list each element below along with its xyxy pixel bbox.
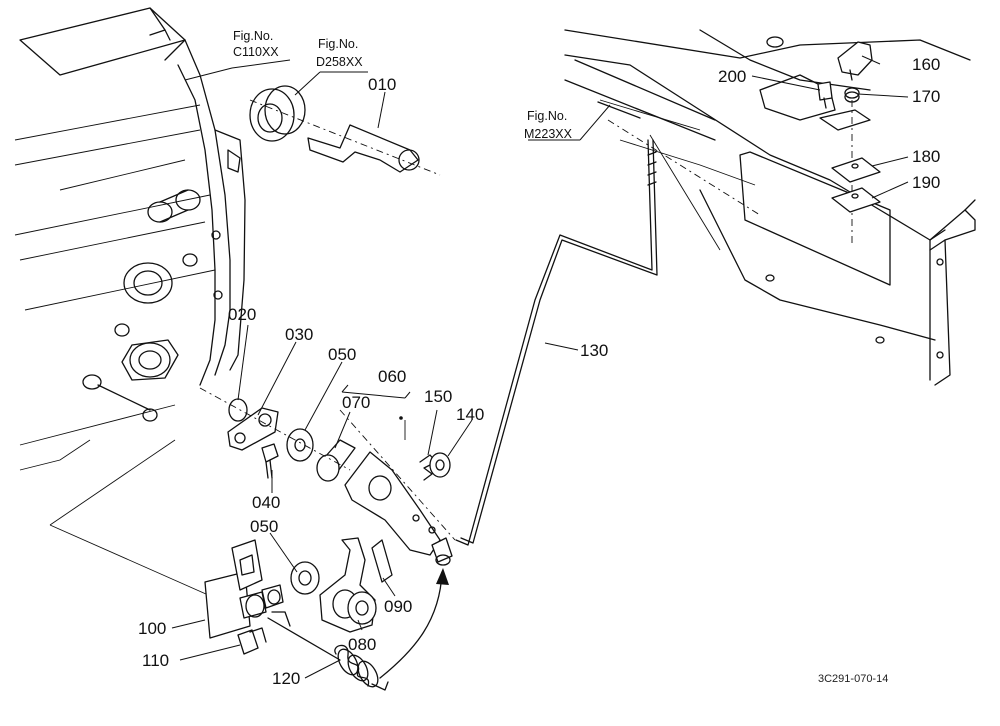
part-190-plate <box>831 187 881 213</box>
label-170: 170 <box>912 87 940 106</box>
part-160-knob <box>837 41 873 81</box>
figure-references: Fig.No. C110XX Fig.No. D258XX Fig.No. M2… <box>233 29 573 141</box>
label-020: 020 <box>228 305 256 324</box>
label-010: 010 <box>368 75 396 94</box>
part-030-plate <box>227 407 279 451</box>
part-010-shaft <box>249 85 441 176</box>
part-040-bolt <box>261 443 279 479</box>
transmission-housing <box>14 7 246 599</box>
label-140: 140 <box>456 405 484 424</box>
label-090: 090 <box>384 597 412 616</box>
part-050-washer-upper <box>286 428 314 462</box>
part-labels: 010 020 030 040 050 050 060 070 080 090 … <box>138 55 940 688</box>
label-060: 060 <box>378 367 406 386</box>
part-140-washer <box>429 452 451 478</box>
part-090-pin <box>371 539 393 583</box>
label-030: 030 <box>285 325 313 344</box>
part-020-o-ring <box>228 398 248 422</box>
platform-body <box>564 29 976 386</box>
part-170-nut <box>844 87 860 103</box>
part-110-bolt <box>237 627 267 655</box>
part-050-washer-lower <box>290 561 320 595</box>
label-130: 130 <box>580 341 608 360</box>
fig-ref-d258-number: D258XX <box>316 55 363 69</box>
part-130-rod <box>455 139 653 546</box>
part-070-collar <box>316 439 356 482</box>
fig-ref-c110-prefix: Fig.No. <box>233 29 273 43</box>
fig-ref-d258-prefix: Fig.No. <box>318 37 358 51</box>
part-180-plate <box>831 157 881 183</box>
fig-ref-m223-prefix: Fig.No. <box>527 109 567 123</box>
label-040: 040 <box>252 493 280 512</box>
label-070: 070 <box>342 393 370 412</box>
fig-ref-m223-number: M223XX <box>524 127 573 141</box>
part-100-bracket <box>204 539 284 639</box>
part-120-spring <box>267 568 449 691</box>
label-200: 200 <box>718 67 746 86</box>
drawing-code: 3C291-070-14 <box>818 673 888 685</box>
label-180: 180 <box>912 147 940 166</box>
part-small-plate <box>819 109 871 131</box>
label-110: 110 <box>142 651 169 670</box>
leader-lines <box>171 55 909 679</box>
label-190: 190 <box>912 173 940 192</box>
label-100: 100 <box>138 619 166 638</box>
fig-ref-c110-number: C110XX <box>233 45 279 59</box>
part-060-lever <box>199 387 456 566</box>
part-080-lever <box>319 537 377 633</box>
label-080: 080 <box>348 635 376 654</box>
label-120: 120 <box>272 669 300 688</box>
label-150: 150 <box>424 387 452 406</box>
part-200-bolt <box>817 81 833 109</box>
label-050-upper: 050 <box>328 345 356 364</box>
label-050-lower: 050 <box>250 517 278 536</box>
label-160: 160 <box>912 55 940 74</box>
